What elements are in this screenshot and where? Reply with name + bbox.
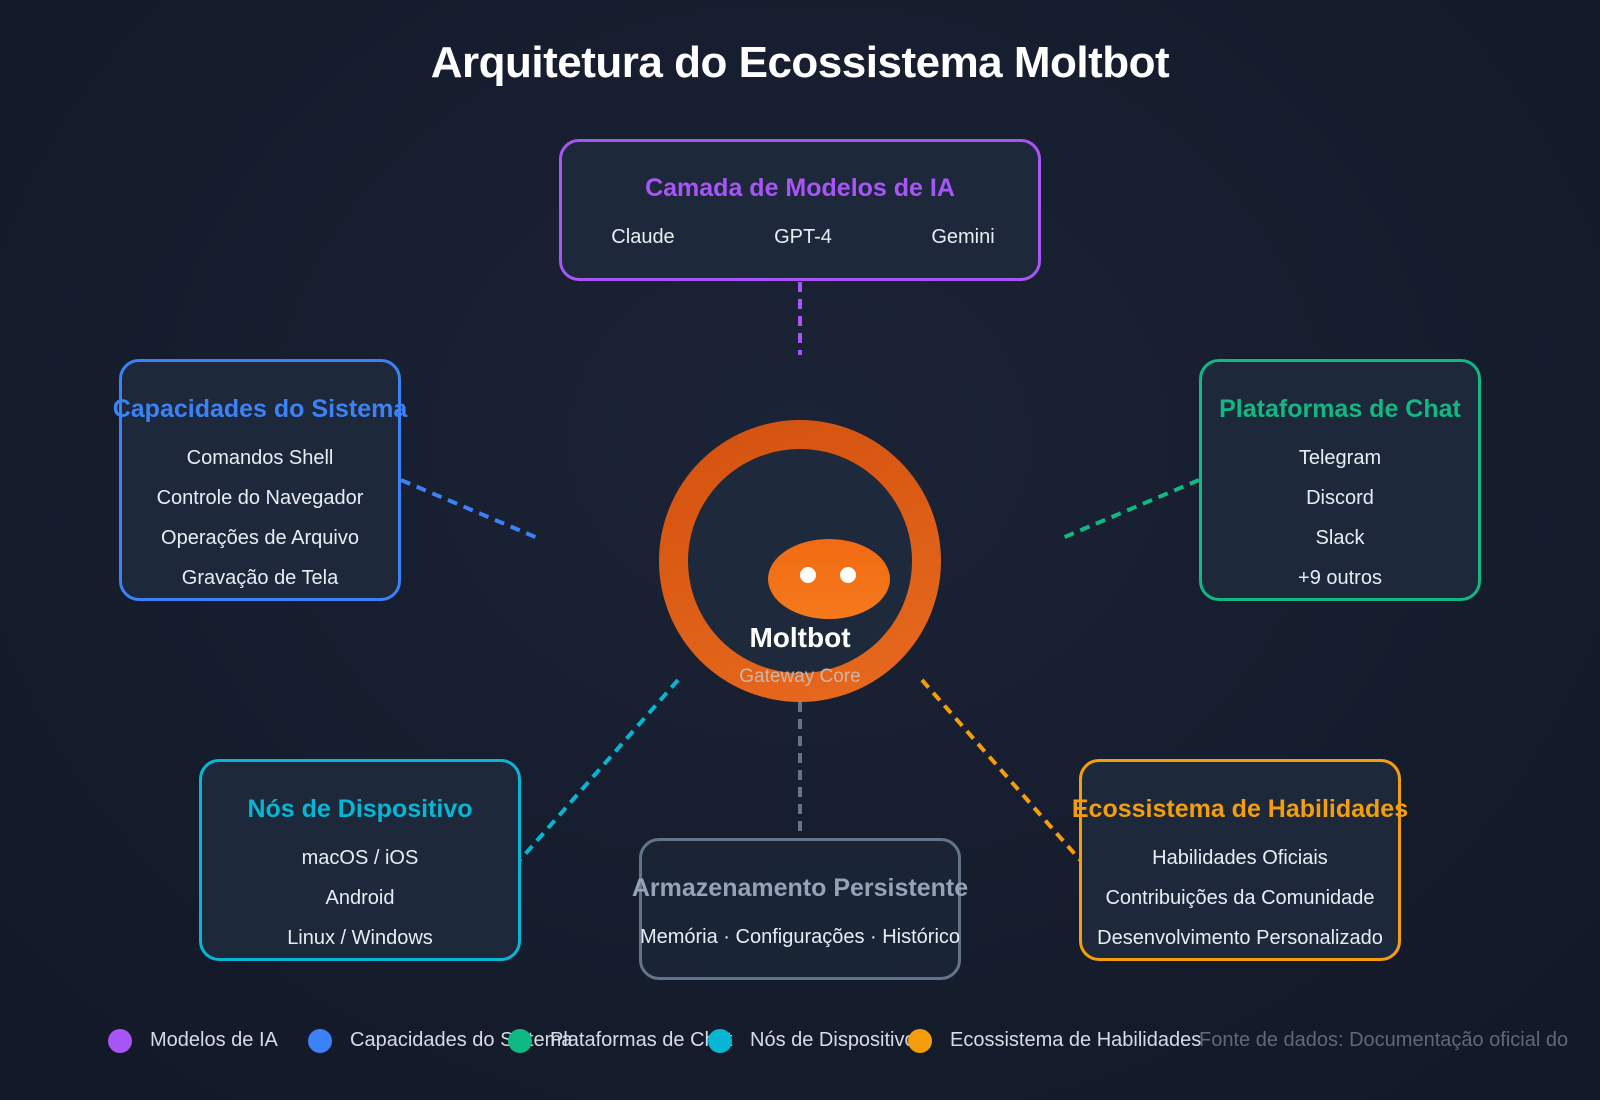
legend-label: Modelos de IA	[150, 1029, 278, 1051]
connector-chat	[1059, 478, 1200, 541]
storage-title: Armazenamento Persistente	[631, 874, 969, 902]
models-box: Camada de Modelos de IA Claude GPT-4 Gem…	[559, 139, 1041, 281]
robot-eye-icon	[840, 567, 856, 583]
robot-eye-icon	[800, 567, 816, 583]
capability-item: Controle do Navegador	[156, 487, 364, 509]
capability-item: Operações de Arquivo	[161, 527, 359, 549]
skills-title: Ecossistema de Habilidades	[1071, 795, 1409, 823]
model-item: Claude	[611, 226, 675, 248]
device-item: Linux / Windows	[287, 927, 433, 949]
chat-platform-item: Discord	[1306, 487, 1374, 509]
chat-platform-item: +9 outros	[1298, 567, 1382, 589]
capabilities-title: Capacidades do Sistema	[112, 395, 408, 423]
legend-label: Nós de Dispositivo	[750, 1029, 916, 1051]
legend-label: Plataformas de Chat	[550, 1029, 733, 1051]
model-item: Gemini	[931, 226, 995, 248]
storage-box: Armazenamento Persistente Memória · Conf…	[632, 838, 968, 980]
legend-dot-capabilities	[308, 1029, 332, 1053]
device-item: macOS / iOS	[301, 847, 419, 869]
data-source-footnote: Fonte de dados: Documentação oficial do	[1199, 1029, 1569, 1051]
capability-item: Gravação de Tela	[181, 567, 339, 589]
connector-skills	[920, 678, 1082, 862]
diagram-title: Arquitetura do Ecossistema Moltbot	[430, 38, 1170, 87]
core-name: Moltbot	[749, 622, 851, 653]
skill-item: Habilidades Oficiais	[1152, 847, 1328, 869]
connector-devices	[518, 678, 680, 862]
device-nodes-box: Nós de Dispositivo macOS / iOS Android L…	[199, 759, 521, 961]
chat-platform-item: Slack	[1315, 527, 1365, 549]
model-item: GPT-4	[774, 226, 832, 248]
legend-dot-models	[108, 1029, 132, 1053]
legend-label: Capacidades do Sistema	[350, 1029, 573, 1051]
chat-platform-item: Telegram	[1298, 447, 1382, 469]
legend-dot-devices	[708, 1029, 732, 1053]
device-nodes-title: Nós de Dispositivo	[247, 795, 473, 823]
legend-dot-chat	[508, 1029, 532, 1053]
core-hub	[659, 420, 941, 702]
skill-item: Contribuições da Comunidade	[1105, 887, 1375, 909]
core-subtitle: Gateway Core	[739, 666, 861, 687]
core-hub-inner	[688, 449, 912, 673]
legend-dot-skills	[908, 1029, 932, 1053]
storage-subtitle: Memória · Configurações · Histórico	[639, 926, 961, 948]
models-title: Camada de Modelos de IA	[645, 174, 955, 202]
capability-item: Comandos Shell	[186, 447, 334, 469]
skills-box: Ecossistema de Habilidades Habilidades O…	[1072, 759, 1408, 961]
connector-capabilities	[400, 478, 541, 541]
device-item: Android	[325, 887, 395, 909]
chat-platforms-box: Plataformas de Chat Telegram Discord Sla…	[1199, 359, 1481, 601]
legend-label: Ecossistema de Habilidades	[950, 1029, 1202, 1051]
chat-platforms-title: Plataformas de Chat	[1219, 395, 1461, 423]
robot-face-icon	[768, 539, 890, 619]
skill-item: Desenvolvimento Personalizado	[1097, 927, 1383, 949]
capabilities-box: Capacidades do Sistema Comandos Shell Co…	[113, 359, 407, 601]
